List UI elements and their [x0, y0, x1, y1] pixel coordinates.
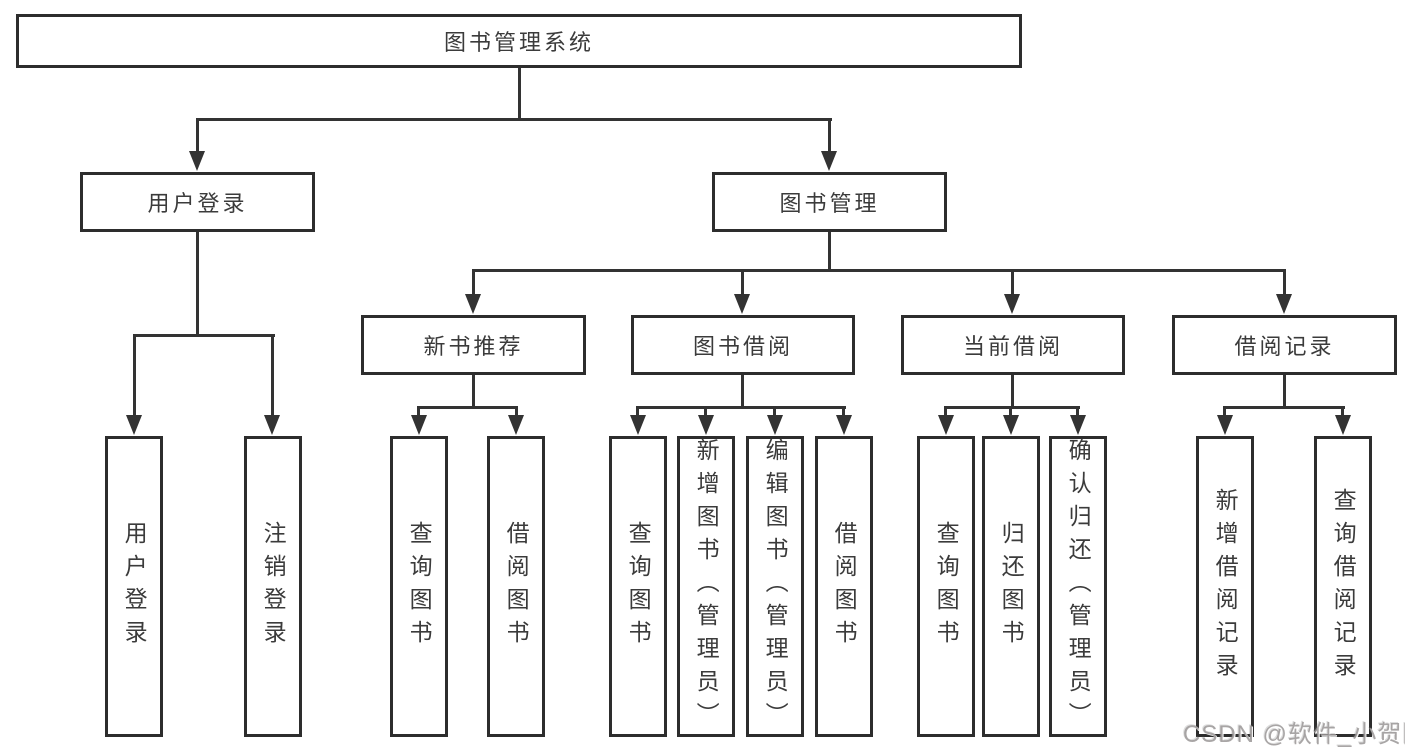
connector-line — [1223, 406, 1226, 418]
node-borrow-records-label: 借阅记录 — [1234, 334, 1335, 359]
node-root-label: 图书管理系统 — [443, 30, 594, 55]
node-book-management: 图书管理 — [712, 172, 947, 232]
connector-line — [196, 118, 832, 121]
node-book-borrow: 图书借阅 — [631, 315, 855, 375]
connector-arrowhead-icon — [821, 151, 837, 171]
connector-arrowhead-icon — [1276, 294, 1292, 314]
node-borrow-records: 借阅记录 — [1172, 315, 1397, 375]
leaf-bw-add-books-admin: 新增图书（管理员） — [677, 436, 735, 737]
connector-arrowhead-icon — [264, 415, 280, 435]
connector-line — [944, 406, 947, 418]
connector-line — [842, 406, 845, 418]
leaf-user-login: 用户登录 — [105, 436, 163, 737]
leaf-logout-label: 注销登录 — [260, 520, 287, 653]
leaf-nb-query-books: 查询图书 — [390, 436, 448, 737]
connector-arrowhead-icon — [1003, 415, 1019, 435]
connector-arrowhead-icon — [1004, 294, 1020, 314]
connector-arrowhead-icon — [767, 415, 783, 435]
connector-arrowhead-icon — [698, 415, 714, 435]
connector-line — [472, 269, 475, 297]
connector-arrowhead-icon — [411, 415, 427, 435]
connector-arrowhead-icon — [1335, 415, 1351, 435]
leaf-bw-add-books-admin-label: 新增图书（管理员） — [693, 438, 720, 735]
connector-line — [196, 232, 199, 336]
node-root: 图书管理系统 — [16, 14, 1022, 68]
node-user-login-branch: 用户登录 — [80, 172, 315, 232]
leaf-nb-query-books-label: 查询图书 — [406, 520, 433, 653]
connector-line — [1283, 269, 1286, 297]
connector-line — [1009, 406, 1012, 418]
csdn-watermark: CSDN @软件_小贺同学 — [1183, 721, 1405, 747]
connector-line — [133, 334, 136, 418]
connector-line — [1011, 375, 1014, 408]
node-current-borrow-label: 当前借阅 — [962, 334, 1063, 359]
connector-line — [636, 406, 846, 409]
connector-line — [1283, 375, 1286, 408]
node-user-login-branch-label: 用户登录 — [147, 191, 248, 216]
connector-line — [417, 406, 420, 418]
leaf-nb-borrow-books-label: 借阅图书 — [503, 520, 530, 653]
connector-line — [1011, 269, 1014, 297]
node-new-book-recommend: 新书推荐 — [361, 315, 586, 375]
connector-line — [1223, 406, 1345, 409]
connector-line — [944, 406, 1080, 409]
connector-arrowhead-icon — [938, 415, 954, 435]
leaf-bw-query-books: 查询图书 — [609, 436, 667, 737]
leaf-cu-confirm-return-admin: 确认归还（管理员） — [1049, 436, 1107, 737]
connector-line — [518, 68, 521, 120]
leaf-cu-query-books-label: 查询图书 — [933, 520, 960, 653]
node-book-management-label: 图书管理 — [779, 191, 880, 216]
connector-line — [636, 406, 639, 418]
connector-line — [472, 269, 1286, 272]
node-new-book-recommend-label: 新书推荐 — [423, 334, 524, 359]
connector-arrowhead-icon — [189, 151, 205, 171]
connector-line — [196, 118, 199, 154]
connector-line — [271, 334, 274, 418]
leaf-bw-borrow-books: 借阅图书 — [815, 436, 873, 737]
connector-line — [741, 375, 744, 408]
connector-arrowhead-icon — [836, 415, 852, 435]
connector-arrowhead-icon — [734, 294, 750, 314]
connector-line — [828, 118, 831, 154]
connector-line — [828, 232, 831, 272]
connector-line — [704, 406, 707, 418]
connector-line — [417, 406, 518, 409]
leaf-logout: 注销登录 — [244, 436, 302, 737]
leaf-cu-confirm-return-admin-label: 确认归还（管理员） — [1065, 438, 1092, 735]
connector-line — [515, 406, 518, 418]
connector-arrowhead-icon — [1070, 415, 1086, 435]
leaf-bw-borrow-books-label: 借阅图书 — [831, 520, 858, 653]
connector-line — [773, 406, 776, 418]
connector-arrowhead-icon — [508, 415, 524, 435]
leaf-rc-add-record: 新增借阅记录 — [1196, 436, 1254, 737]
connector-arrowhead-icon — [465, 294, 481, 314]
node-current-borrow: 当前借阅 — [901, 315, 1125, 375]
leaf-cu-query-books: 查询图书 — [917, 436, 975, 737]
connector-arrowhead-icon — [630, 415, 646, 435]
connector-line — [741, 269, 744, 297]
connector-line — [472, 375, 475, 408]
connector-arrowhead-icon — [1217, 415, 1233, 435]
leaf-nb-borrow-books: 借阅图书 — [487, 436, 545, 737]
leaf-rc-query-record-label: 查询借阅记录 — [1330, 487, 1357, 686]
leaf-user-login-label: 用户登录 — [121, 520, 148, 653]
connector-line — [133, 334, 275, 337]
leaf-rc-query-record: 查询借阅记录 — [1314, 436, 1372, 737]
leaf-bw-edit-books-admin-label: 编辑图书（管理员） — [762, 438, 789, 735]
leaf-cu-return-books-label: 归还图书 — [998, 520, 1025, 653]
leaf-bw-query-books-label: 查询图书 — [625, 520, 652, 653]
leaf-cu-return-books: 归还图书 — [982, 436, 1040, 737]
node-book-borrow-label: 图书借阅 — [692, 334, 793, 359]
leaf-rc-add-record-label: 新增借阅记录 — [1212, 487, 1239, 686]
connector-line — [1076, 406, 1079, 418]
leaf-bw-edit-books-admin: 编辑图书（管理员） — [746, 436, 804, 737]
connector-line — [1341, 406, 1344, 418]
connector-arrowhead-icon — [126, 415, 142, 435]
